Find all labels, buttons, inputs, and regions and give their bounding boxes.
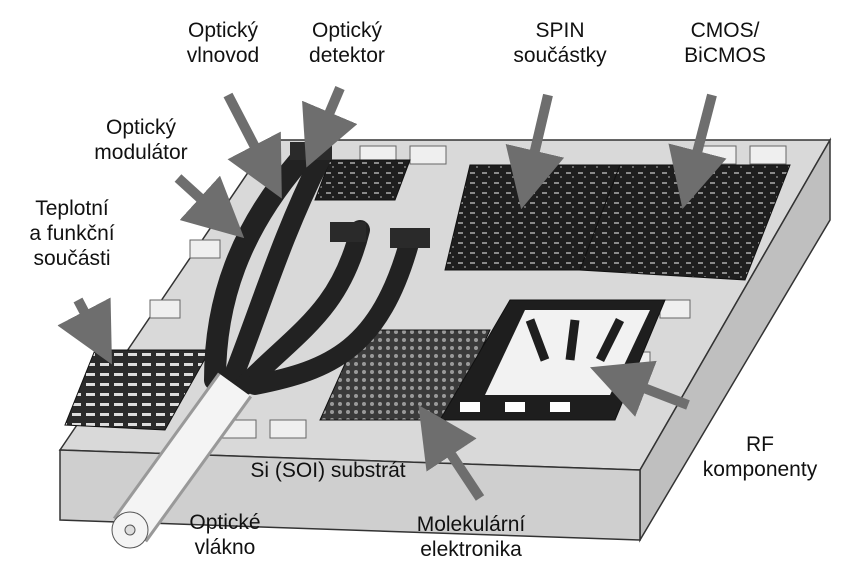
arrow-cmos [668, 93, 727, 210]
label-substrate: Si (SOI) substrát [250, 459, 406, 482]
label-cmos: CMOS/BiCMOS [684, 19, 766, 67]
thermal-block [64, 349, 211, 431]
arrow-rf [590, 360, 690, 417]
arrow-molecular [418, 404, 485, 501]
arrow-thermal [57, 297, 112, 365]
small-logic-block [314, 159, 411, 201]
arrow-modulator [174, 174, 245, 239]
arrow-detector [302, 86, 358, 168]
optical-fiber [111, 372, 253, 549]
arrow-spin [505, 93, 565, 210]
arrow-waveguide [223, 92, 282, 199]
cmos-block [579, 164, 791, 281]
